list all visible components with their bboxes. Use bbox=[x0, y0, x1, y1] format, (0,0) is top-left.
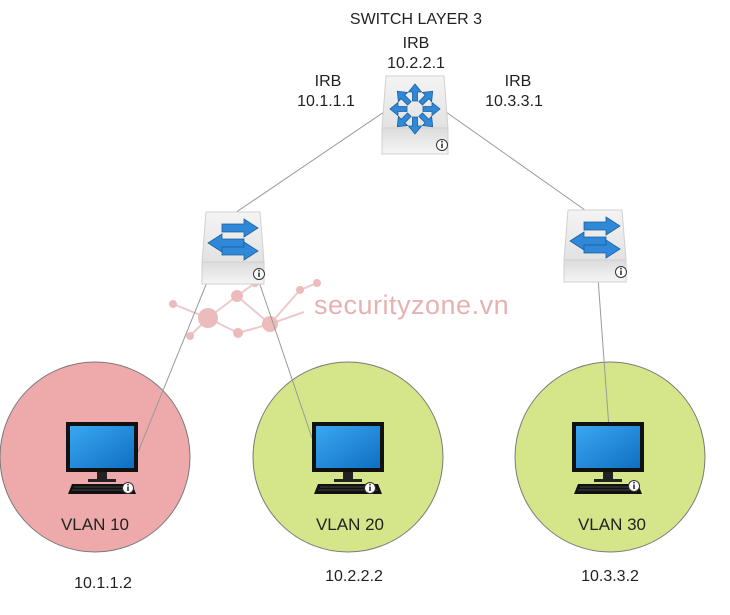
link-l3-to-switch-right bbox=[445, 111, 593, 216]
l3-right-irb-ip: 10.3.3.1 bbox=[485, 93, 543, 110]
watermark-logo bbox=[169, 279, 321, 340]
link-switch-left-to-pc2 bbox=[254, 269, 313, 439]
vlan-20-ip: 10.2.2.2 bbox=[325, 568, 383, 585]
l3-left-irb-label: IRB bbox=[314, 73, 342, 90]
computer-vlan10[interactable] bbox=[66, 422, 138, 494]
vlan-30-ip: 10.3.3.2 bbox=[581, 568, 639, 585]
access-switch-left[interactable] bbox=[201, 211, 265, 285]
l3-top-irb-label: IRB bbox=[402, 35, 430, 52]
switch-icon bbox=[569, 216, 621, 259]
layer3-switch[interactable] bbox=[381, 75, 449, 155]
l3-switch-title: SWITCH LAYER 3 bbox=[349, 11, 483, 28]
info-icon[interactable] bbox=[122, 482, 134, 494]
info-icon[interactable] bbox=[628, 480, 640, 492]
computer-icon bbox=[312, 422, 384, 494]
vlan-10-ip: 10.1.1.2 bbox=[74, 575, 132, 592]
link-switch-right-to-pc3 bbox=[597, 277, 610, 429]
link-switch-left-to-pc1 bbox=[137, 269, 213, 453]
switch-icon bbox=[207, 218, 259, 261]
link-l3-to-switch-left bbox=[231, 111, 385, 216]
access-switch-right[interactable] bbox=[563, 209, 627, 283]
computer-vlan20[interactable] bbox=[312, 422, 384, 494]
computer-icon bbox=[66, 422, 138, 494]
info-icon[interactable] bbox=[436, 139, 448, 151]
vlan-10-label: VLAN 10 bbox=[60, 515, 130, 534]
router-icon bbox=[389, 83, 441, 135]
computer-icon bbox=[572, 422, 644, 494]
l3-left-irb-ip: 10.1.1.1 bbox=[297, 93, 355, 110]
computer-vlan30[interactable] bbox=[572, 422, 644, 494]
watermark-text: securityzone.vn bbox=[314, 290, 510, 320]
info-icon[interactable] bbox=[615, 266, 627, 278]
l3-right-irb-label: IRB bbox=[504, 73, 532, 90]
l3-top-irb-ip: 10.2.2.1 bbox=[387, 55, 445, 72]
vlan-20-label: VLAN 20 bbox=[315, 515, 385, 534]
info-icon[interactable] bbox=[253, 268, 265, 280]
info-icon[interactable] bbox=[364, 482, 376, 494]
vlan-30-label: VLAN 30 bbox=[577, 515, 647, 534]
